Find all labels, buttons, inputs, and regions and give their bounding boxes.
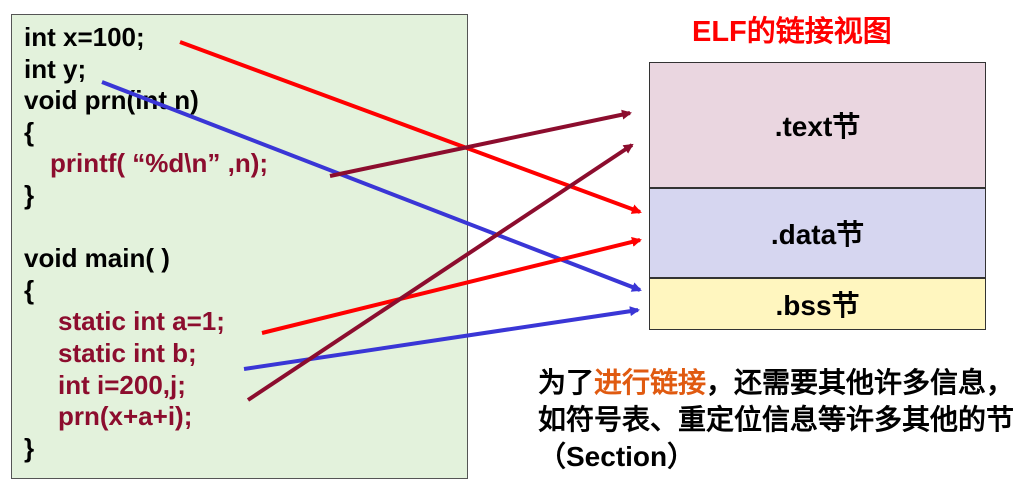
code-line: prn(x+a+i); bbox=[58, 401, 193, 432]
arrow-red bbox=[179, 40, 642, 214]
code-line: int x=100; bbox=[24, 22, 145, 52]
arrow-red bbox=[261, 237, 642, 335]
note-part1: 为了 bbox=[538, 367, 595, 398]
code-box: int x=100;int y;void prn(int n){printf( … bbox=[11, 14, 468, 479]
code-line: static int a=1; bbox=[58, 306, 225, 337]
note-highlight: 进行链接 bbox=[594, 367, 707, 398]
text-section-label: .text节 bbox=[774, 111, 861, 142]
code-line: { bbox=[24, 274, 35, 305]
data-section: .data节 bbox=[649, 188, 986, 278]
code-line: } bbox=[24, 432, 35, 463]
code-line: void main( ) bbox=[24, 243, 170, 274]
bss-section-label: .bss节 bbox=[775, 290, 860, 321]
arrow-maroon bbox=[329, 109, 632, 178]
arrow-blue bbox=[243, 306, 640, 371]
arrow-maroon bbox=[246, 143, 634, 402]
bss-section: .bss节 bbox=[649, 278, 986, 330]
code-line: { bbox=[24, 116, 35, 147]
code-line: } bbox=[24, 180, 35, 210]
code-line: printf( “%d\n” ,n); bbox=[50, 148, 269, 179]
code-line: int i=200,j; bbox=[58, 369, 186, 400]
code-line: int y; bbox=[24, 53, 87, 84]
note-part2: ，还需要其他许多信息，如符号表、重定位信息等许多其他的节（Section） bbox=[538, 367, 1015, 472]
data-section-label: .data节 bbox=[770, 219, 865, 250]
arrow-blue bbox=[101, 80, 642, 292]
text-section: .text节 bbox=[649, 62, 986, 188]
code-line: static int b; bbox=[58, 338, 197, 368]
explanation-note: 为了进行链接，还需要其他许多信息，如符号表、重定位信息等许多其他的节（Secti… bbox=[538, 364, 1020, 475]
diagram-title: ELF的链接视图 bbox=[692, 16, 892, 48]
